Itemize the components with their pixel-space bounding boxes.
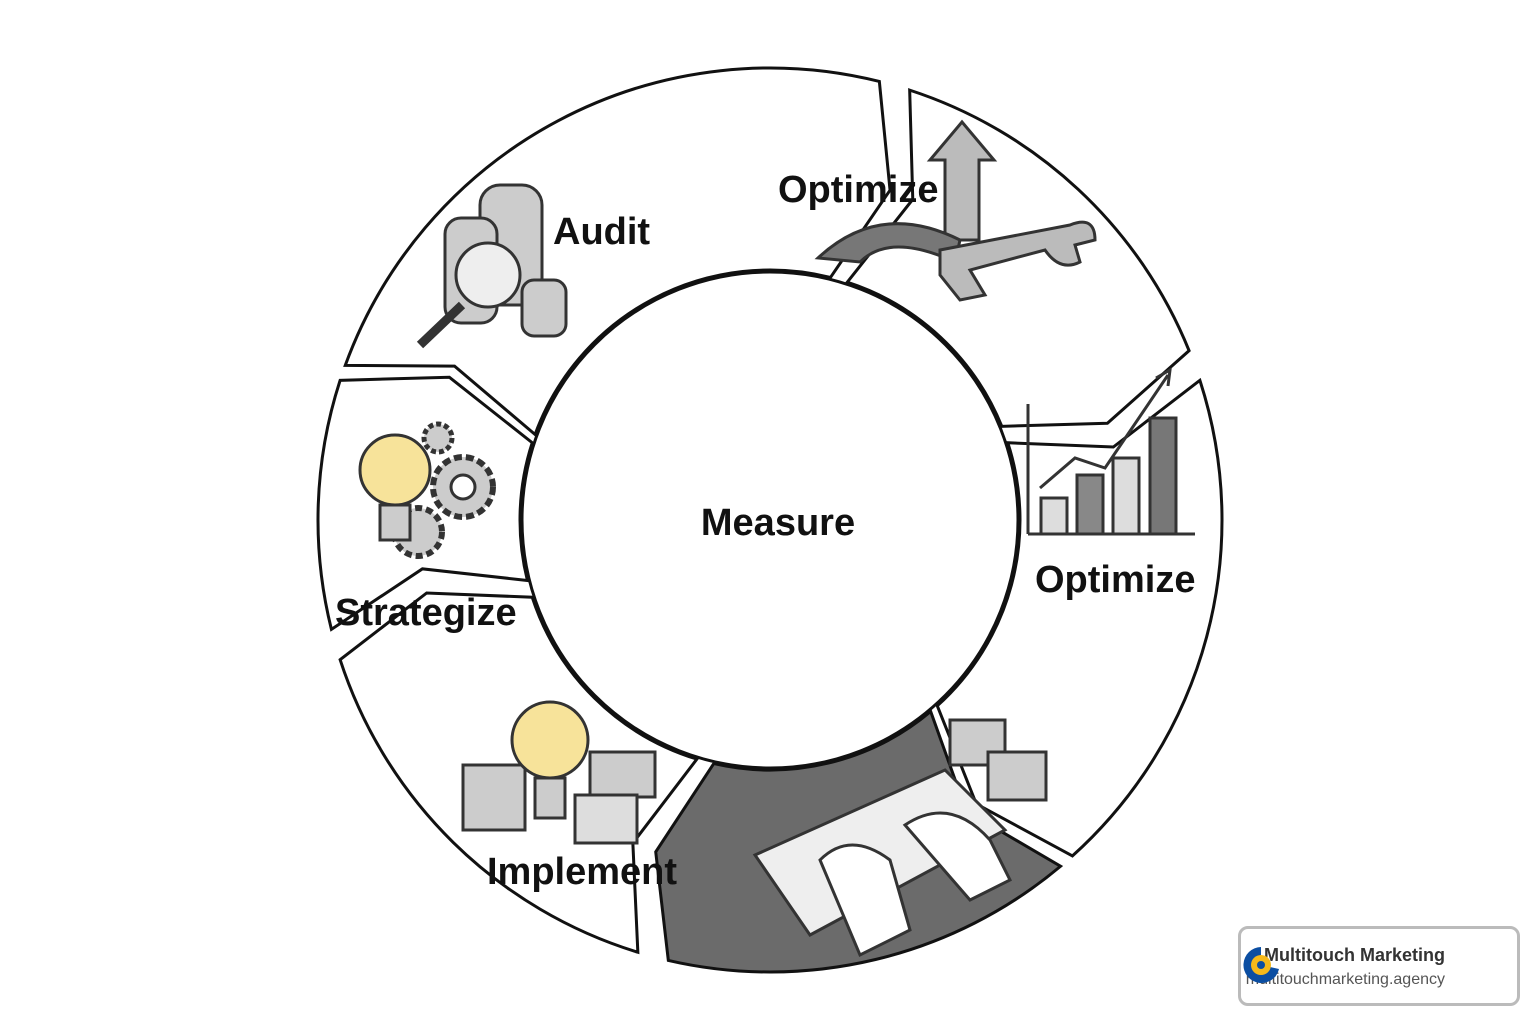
segment-label-optimize-right: Optimize	[1035, 559, 1195, 601]
segment-label-audit: Audit	[553, 211, 650, 253]
brand-badge[interactable]: Multitouch Marketing multitouchmarketing…	[1238, 926, 1520, 1006]
badge-url: multitouchmarketing.agency	[1245, 971, 1445, 988]
segment-label-strategize: Strategize	[335, 592, 517, 634]
keyboard-typing-icon	[752, 718, 1048, 958]
segment-audit	[343, 66, 892, 438]
center-label: Measure	[701, 502, 855, 544]
brand-logo-icon	[1243, 947, 1279, 983]
bar-chart-growth-icon	[1026, 367, 1195, 536]
segment-label-implement: Implement	[487, 851, 677, 893]
segment-label-optimize-top: Optimize	[778, 169, 938, 211]
lightbulb-gears-icon	[358, 421, 496, 559]
arrow-wrench-icon	[814, 119, 1097, 302]
center-circle	[520, 270, 1020, 770]
database-magnifier-icon	[416, 183, 568, 349]
badge-title: Multitouch Marketing	[1264, 945, 1445, 965]
segment-strategize	[316, 375, 534, 632]
lightbulb-blocks-icon	[461, 700, 657, 845]
